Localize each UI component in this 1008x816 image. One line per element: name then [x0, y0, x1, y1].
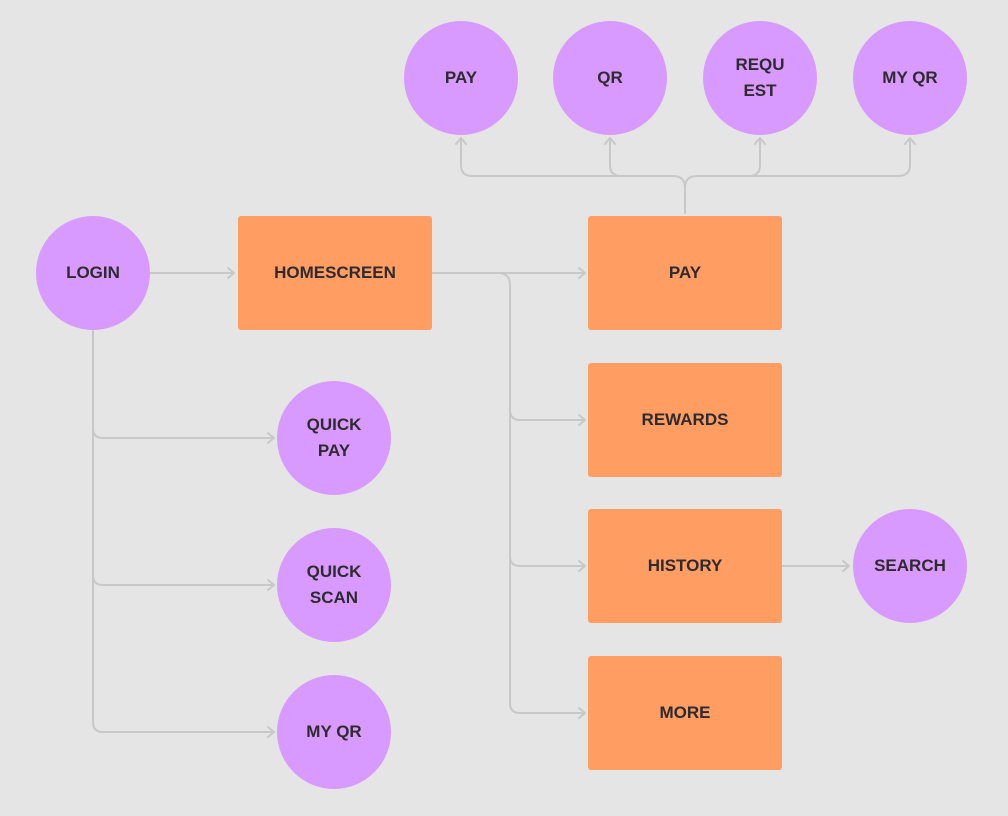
node-history[interactable]: HISTORY — [588, 509, 782, 623]
edge-login-homescreen — [148, 267, 235, 279]
edge-pay-right — [684, 137, 916, 189]
edge-homescreen-trunk — [497, 272, 521, 714]
node-quick-pay[interactable]: QUICK PAY — [277, 381, 391, 495]
edge-history-search — [781, 560, 850, 572]
edge-login-quick-scan — [92, 574, 275, 591]
node-request-sub[interactable]: REQU EST — [703, 21, 817, 135]
node-pay[interactable]: PAY — [588, 216, 782, 330]
node-qr-sub[interactable]: QR — [553, 21, 667, 135]
node-more[interactable]: MORE — [588, 656, 782, 770]
node-search[interactable]: SEARCH — [853, 509, 967, 623]
edge-pay-trunk — [455, 137, 686, 214]
edge-login-my-qr — [102, 726, 275, 738]
edge-homescreen-pay — [430, 267, 586, 279]
edge-homescreen-rewards — [509, 409, 586, 426]
node-quick-scan[interactable]: QUICK SCAN — [277, 528, 391, 642]
node-login[interactable]: LOGIN — [36, 216, 150, 330]
edge-pay-request — [748, 137, 766, 177]
edge-login-trunk — [92, 330, 104, 733]
node-homescreen[interactable]: HOMESCREEN — [238, 216, 432, 330]
edge-homescreen-history — [509, 555, 586, 572]
node-my-qr-left[interactable]: MY QR — [277, 675, 391, 789]
node-pay-sub[interactable]: PAY — [404, 21, 518, 135]
edge-homescreen-more — [519, 707, 586, 719]
node-rewards[interactable]: REWARDS — [588, 363, 782, 477]
node-my-qr-sub[interactable]: MY QR — [853, 21, 967, 135]
edge-pay-qr — [604, 137, 622, 177]
edge-login-quick-pay — [92, 427, 275, 444]
